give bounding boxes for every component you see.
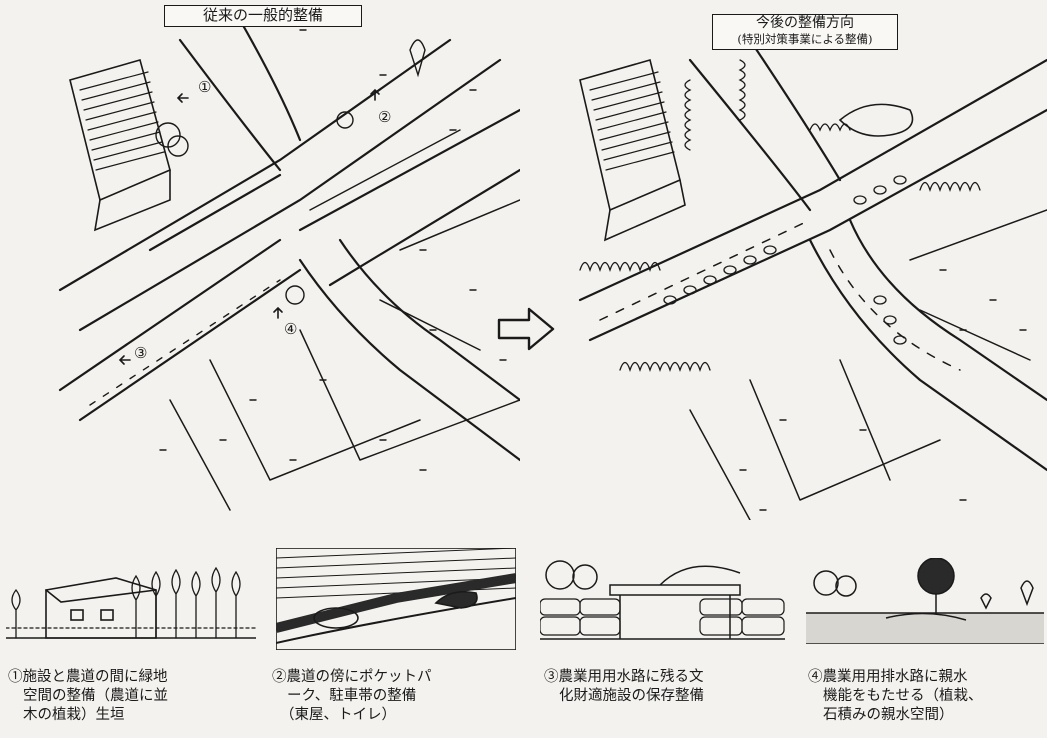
- caption-4-line-3: 石積みの親水空間）: [823, 707, 954, 723]
- caption-2-line-2: ーク、駐車帯の整備: [287, 688, 417, 704]
- vignette-pocket-park: [276, 548, 516, 650]
- marker-4: ④: [284, 320, 298, 338]
- caption-1-line-1: ①施設と農道の間に緑地: [8, 669, 168, 685]
- right-map-sketch: [560, 0, 1047, 520]
- caption-1: ①施設と農道の間に緑地 空間の整備（農道に並 木の植栽）生垣: [8, 668, 258, 725]
- marker-1: ①: [198, 78, 212, 96]
- caption-2-line-1: ②農道の傍にポケットパ: [272, 669, 432, 685]
- caption-3: ③農業用用水路に残る文 化財適施設の保存整備: [544, 668, 784, 706]
- right-panel-title-sub: (特別対策事業による整備): [737, 32, 873, 46]
- caption-1-line-3: 木の植栽）生垣: [23, 707, 125, 723]
- left-map-sketch: [0, 0, 520, 520]
- caption-2: ②農道の傍にポケットパ ーク、駐車帯の整備 （東屋、トイレ）: [272, 668, 522, 725]
- caption-4: ④農業用用排水路に親水 機能をもたせる（植栽、 石積みの親水空間）: [808, 668, 1044, 725]
- caption-3-line-1: ③農業用用水路に残る文: [544, 669, 704, 685]
- right-panel-title: 今後の整備方向 (特別対策事業による整備): [712, 14, 898, 50]
- left-panel-title: 従来の一般的整備: [164, 5, 362, 27]
- caption-2-line-3: （東屋、トイレ）: [280, 707, 396, 723]
- caption-4-line-2: 機能をもたせる（植栽、: [823, 688, 983, 704]
- marker-2: ②: [378, 108, 392, 126]
- caption-4-line-1: ④農業用用排水路に親水: [808, 669, 968, 685]
- right-panel-title-main: 今後の整備方向: [756, 15, 854, 31]
- vignette-waterside-space: [806, 558, 1044, 648]
- marker-3: ③: [134, 344, 148, 362]
- right-arrow-icon: [497, 307, 555, 351]
- vignette-stone-canal: [540, 555, 785, 645]
- caption-3-line-2: 化財適施設の保存整備: [559, 688, 704, 704]
- caption-1-line-2: 空間の整備（農道に並: [23, 688, 168, 704]
- vignette-hedge-buildings: [6, 560, 256, 646]
